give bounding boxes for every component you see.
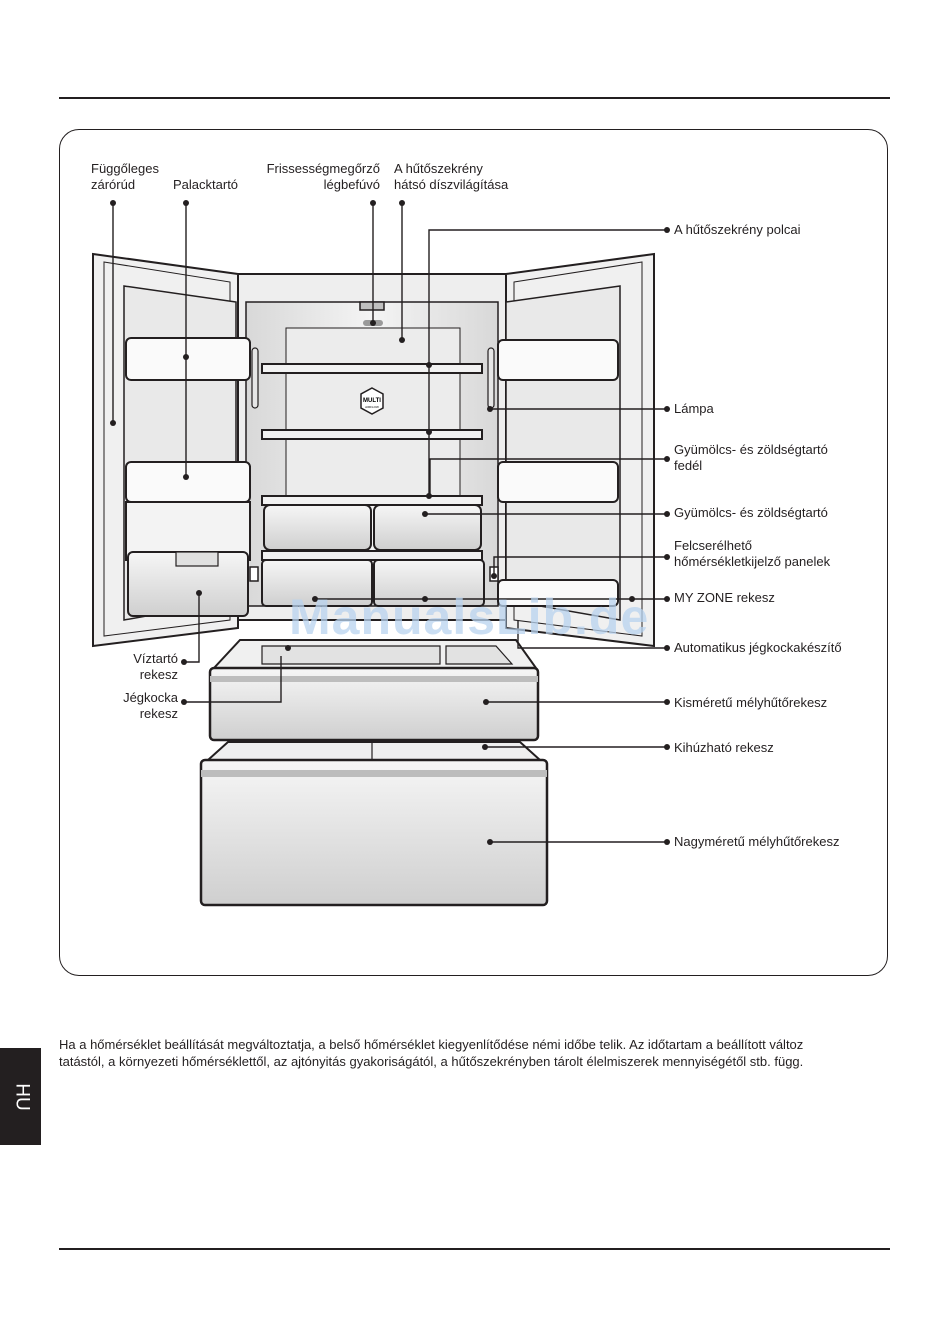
label-vertical-hinge: Függőleges zárórúd [91, 161, 159, 192]
label-temp-panels: Felcserélhető hőmérsékletkijelző panelek [674, 538, 831, 569]
leader-dots [110, 200, 670, 845]
top-rule [59, 97, 890, 99]
multi-airflow-badge: MULTI AIRFLOW [360, 387, 384, 415]
small-freezer-handle [210, 676, 538, 682]
label-pull-drawer: Kihúzható rekesz [674, 740, 774, 755]
crisper-drawers [261, 504, 485, 607]
language-tab: HU [0, 1048, 41, 1145]
temp-panel-left [249, 566, 259, 582]
right-door [497, 252, 655, 648]
info-paragraph-line-1: Ha a hőmérséklet beállítását megváltozta… [59, 1037, 804, 1052]
info-paragraph-line-2: tatástól, a környezeti hőmérséklettől, a… [59, 1054, 804, 1069]
shelves [261, 363, 483, 506]
label-ice-box: Jégkocka rekesz [123, 690, 178, 721]
lamp-left [251, 347, 259, 409]
label-crisper: Gyümölcs- és zöldségtartó [674, 505, 828, 520]
large-freezer-drawer [199, 758, 549, 907]
fridge-cabinet [237, 273, 507, 621]
label-bottle-holder: Palacktartó [173, 177, 239, 192]
large-freezer-handle [201, 770, 547, 777]
bottom-rule [59, 1248, 890, 1250]
label-water-box: Víztartó rekesz [133, 651, 178, 682]
label-air-blower: Frissességmegőrző légbefúvó [266, 161, 380, 192]
badge-text: MULTI [363, 398, 381, 404]
badge-subtext: AIRFLOW [365, 405, 379, 409]
language-tab-label: HU [11, 1083, 33, 1111]
info-paragraph: Ha a hőmérséklet beállítását megváltozta… [59, 1036, 891, 1070]
air-outlet [359, 301, 385, 311]
leader-lines [112, 203, 667, 843]
label-shelves: A hűtőszekrény polcai [674, 222, 801, 237]
label-back-lighting: A hűtőszekrény hátsó díszvilágítása [394, 161, 509, 192]
label-my-zone: MY ZONE rekesz [674, 590, 775, 605]
left-door [92, 252, 251, 648]
label-large-freezer: Nagyméretű mélyhűtőrekesz [674, 834, 840, 849]
label-crisper-cover: Gyümölcs- és zöldségtartó fedél [674, 442, 828, 473]
diagram-frame [59, 129, 888, 976]
small-freezer-drawer [208, 666, 540, 742]
label-lamp: Lámpa [674, 401, 714, 416]
watermark: ManualsLib.de [289, 589, 650, 645]
pull-out-drawer [205, 741, 543, 761]
label-ice-maker: Automatikus jégkockakészítő [674, 640, 842, 655]
lamp-right [487, 347, 495, 409]
label-small-freezer: Kisméretű mélyhűtőrekesz [674, 695, 828, 710]
